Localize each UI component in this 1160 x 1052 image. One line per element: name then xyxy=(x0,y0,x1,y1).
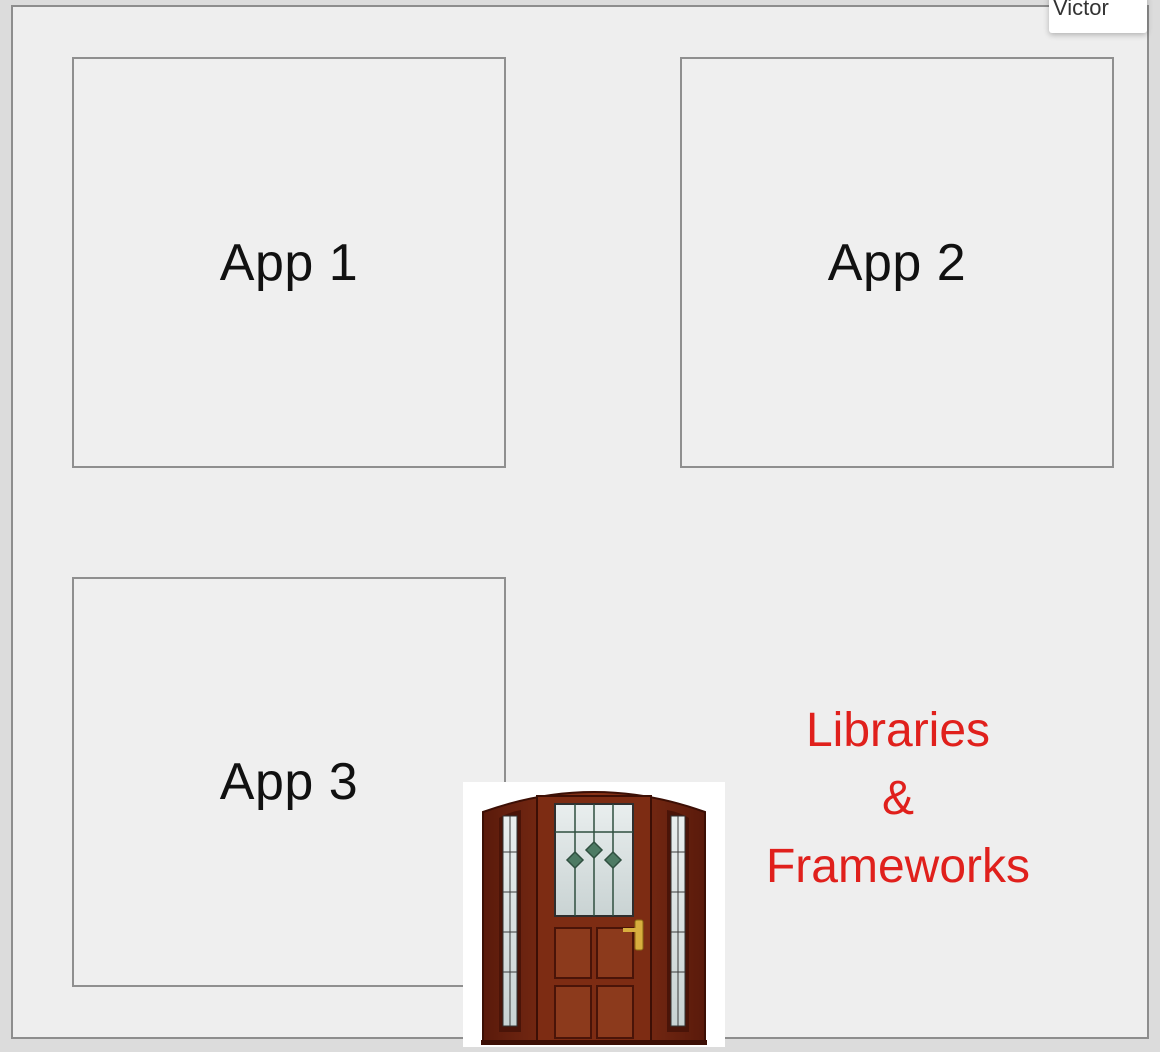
corner-label: Victor xyxy=(1049,0,1147,33)
libraries-text: Libraries xyxy=(805,704,991,757)
app-2-label: App 2 xyxy=(827,233,967,292)
app-3-label: App 3 xyxy=(219,753,359,811)
app-2-box: App 2 xyxy=(680,57,1114,468)
diagram-canvas: Victor App 1 App 2 App 3 Libraries & Fra… xyxy=(11,0,1149,1047)
ampersand-text: & xyxy=(881,772,914,825)
corner-text: Victor xyxy=(1053,0,1109,20)
libraries-frameworks-label: Libraries & Frameworks xyxy=(733,697,1063,901)
app-3-box: App 3 xyxy=(72,577,506,987)
door-icon xyxy=(463,782,725,1047)
app-1-label: App 1 xyxy=(219,233,359,292)
app-1-box: App 1 xyxy=(72,57,506,468)
frameworks-text: Frameworks xyxy=(765,840,1031,893)
